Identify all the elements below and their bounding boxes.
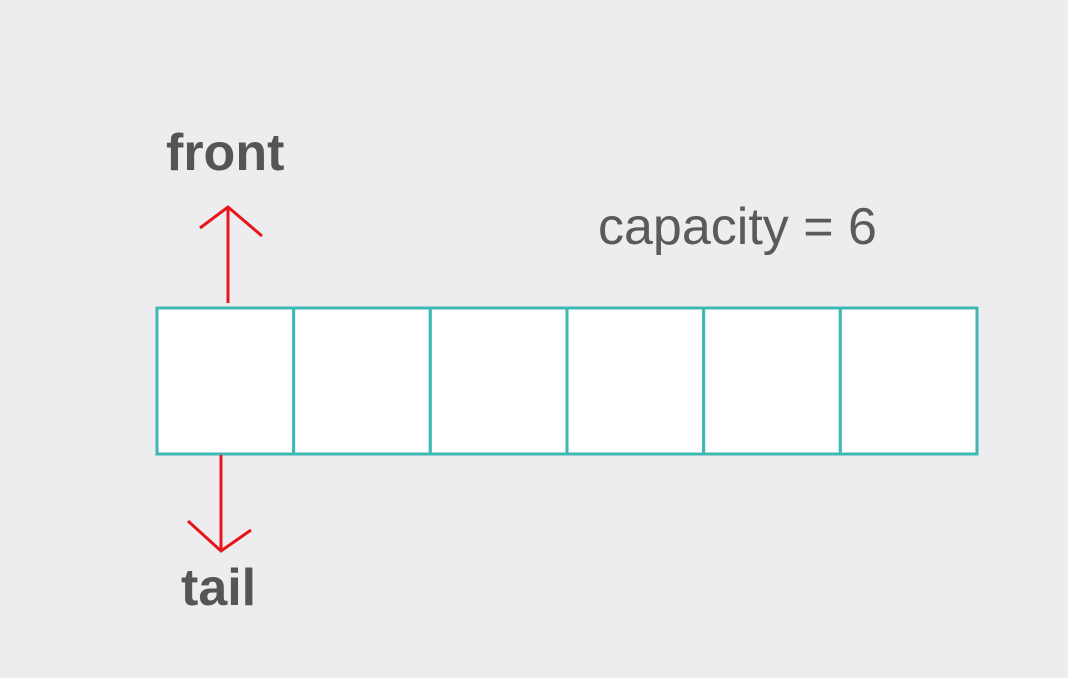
- queue-cell-5: [838, 306, 979, 456]
- capacity-label: capacity = 6: [598, 198, 877, 256]
- queue-cell-3: [565, 306, 706, 456]
- tail-label: tail: [181, 559, 257, 617]
- queue-cell-4: [702, 306, 842, 456]
- queue-cell-0: [155, 306, 296, 456]
- queue-cell-2: [428, 306, 569, 456]
- queue-cells: [155, 306, 979, 456]
- tail-arrow: [186, 455, 252, 553]
- front-arrow: [199, 205, 263, 303]
- queue-cell-1: [292, 306, 432, 456]
- front-label: front: [166, 124, 285, 182]
